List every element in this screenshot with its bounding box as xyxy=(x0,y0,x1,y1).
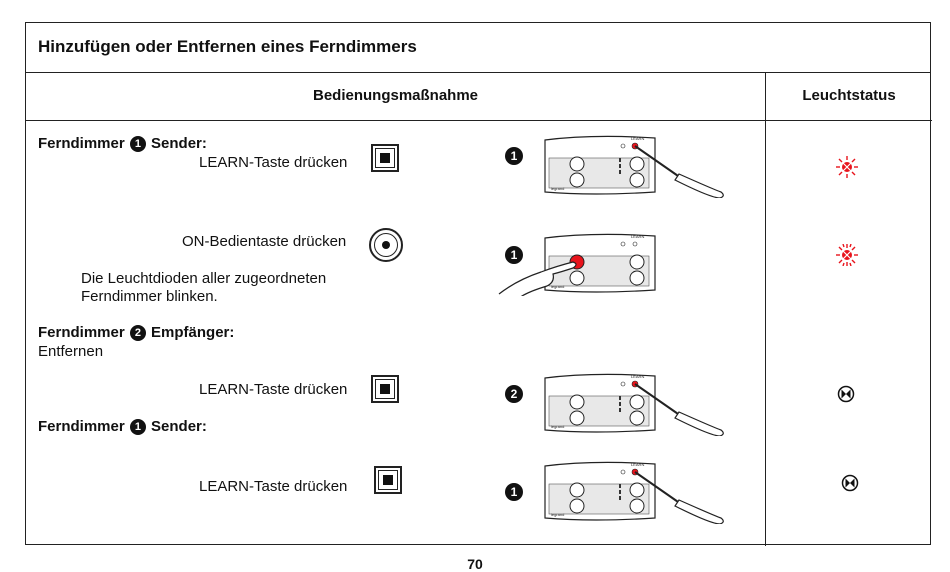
led-blinking-fast-icon xyxy=(836,244,858,266)
svg-text:LEARN: LEARN xyxy=(631,374,644,379)
section-sender-heading-1: Ferndimmer 1 Sender: xyxy=(38,135,207,152)
led-blink-text-line1: Die Leuchtdioden aller zugeordneten xyxy=(81,270,327,287)
page-title: Hinzufügen oder Entfernen eines Ferndimm… xyxy=(38,37,417,56)
section-sender-heading-2: Ferndimmer 1 Sender: xyxy=(38,418,207,435)
led-off-icon-1 xyxy=(837,385,855,403)
on-button-icon xyxy=(369,228,403,262)
svg-text:LEARN: LEARN xyxy=(631,136,644,141)
device-step-badge-1: 1 xyxy=(505,147,523,165)
column-header-status: Leuchtstatus xyxy=(766,73,932,121)
learn-instruction-2: LEARN-Taste drücken xyxy=(199,381,348,398)
learn-button-icon xyxy=(371,144,399,172)
device-step-badge-2: 1 xyxy=(505,246,523,264)
instruction-table: Hinzufügen oder Entfernen eines Ferndimm… xyxy=(25,22,932,546)
device-step-badge-4: 1 xyxy=(505,483,523,501)
table-title-bar: Hinzufügen oder Entfernen eines Ferndimm… xyxy=(26,23,930,73)
led-blink-text-line2: Ferndimmer blinken. xyxy=(81,288,218,305)
svg-text:LEARN: LEARN xyxy=(631,234,644,239)
device-illustration-3: LEARN legrand xyxy=(544,373,724,436)
learn-button-icon xyxy=(374,466,402,494)
learn-instruction-1: LEARN-Taste drücken xyxy=(199,154,348,171)
column-header-action: Bedienungsmaßnahme xyxy=(26,73,765,121)
svg-text:legrand: legrand xyxy=(551,186,564,191)
page-number: 70 xyxy=(467,556,483,572)
remove-subheading: Entfernen xyxy=(38,343,104,360)
device-illustration-4: LEARN legrand xyxy=(544,461,724,524)
device-step-badge-3: 2 xyxy=(505,385,523,403)
learn-instruction-3: LEARN-Taste drücken xyxy=(199,478,348,495)
step-number-badge: 1 xyxy=(129,136,146,152)
device-illustration-1: LEARN legrand xyxy=(544,135,724,198)
device-illustration-2: LEARN legrand xyxy=(498,233,656,296)
led-off-icon-2 xyxy=(841,474,859,492)
svg-text:LEARN: LEARN xyxy=(631,462,644,467)
section-receiver-heading: Ferndimmer 2 Empfänger: xyxy=(38,324,235,341)
column-divider xyxy=(765,73,766,546)
on-instruction: ON-Bedientaste drücken xyxy=(182,233,347,250)
svg-text:legrand: legrand xyxy=(551,512,564,517)
svg-text:legrand: legrand xyxy=(551,424,564,429)
led-blinking-icon-1 xyxy=(836,156,858,178)
step-number-badge: 2 xyxy=(129,325,146,341)
svg-text:legrand: legrand xyxy=(551,284,564,289)
learn-button-icon xyxy=(371,375,399,403)
step-number-badge: 1 xyxy=(129,419,146,435)
